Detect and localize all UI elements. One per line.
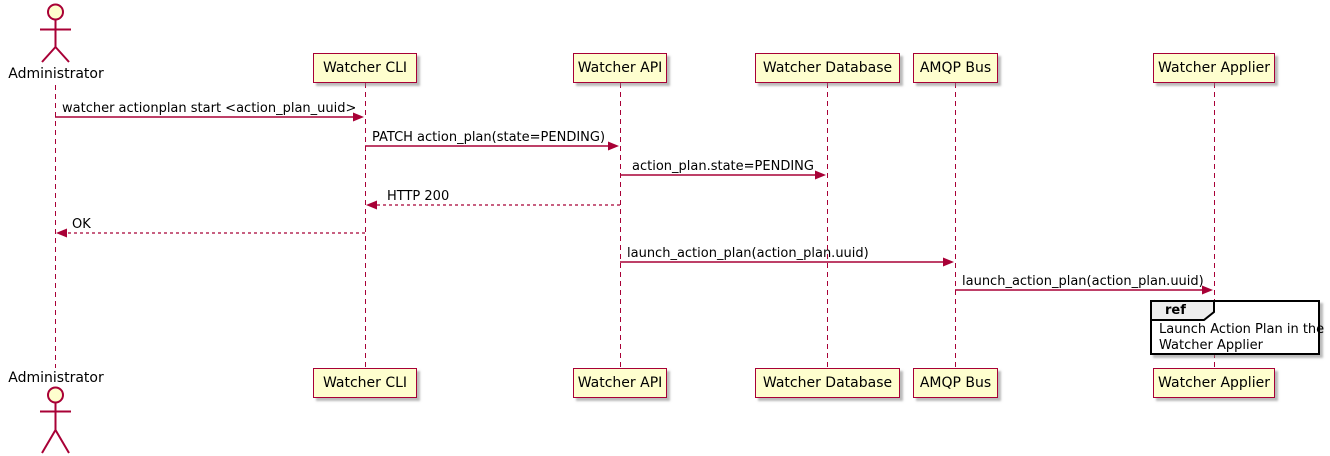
actor-label-top: Administrator bbox=[8, 66, 104, 82]
participant-label: Watcher Applier bbox=[1158, 60, 1270, 76]
participant-top-watcher-database: Watcher Database bbox=[755, 53, 900, 83]
participant-label: Watcher API bbox=[577, 60, 663, 76]
participant-top-amqp-bus: AMQP Bus bbox=[913, 53, 998, 83]
message-label-2: PATCH action_plan(state=PENDING) bbox=[372, 130, 606, 145]
ref-keyword: ref bbox=[1165, 303, 1186, 318]
actor-icon-top bbox=[40, 3, 71, 63]
message-arrow-1 bbox=[55, 112, 364, 122]
message-label-7: launch_action_plan(action_plan.uuid) bbox=[962, 274, 1204, 289]
participant-label: Watcher CLI bbox=[322, 375, 408, 391]
participant-bottom-watcher-cli: Watcher CLI bbox=[313, 368, 417, 398]
participant-bottom-amqp-bus: AMQP Bus bbox=[913, 368, 998, 398]
participant-label: Watcher CLI bbox=[322, 60, 408, 76]
participant-top-watcher-cli: Watcher CLI bbox=[313, 53, 417, 83]
message-arrow-4 bbox=[366, 200, 620, 210]
ref-tab bbox=[1150, 300, 1215, 321]
message-arrow-2 bbox=[365, 141, 619, 151]
participant-label: Watcher Applier bbox=[1158, 375, 1270, 391]
actor-icon-bottom bbox=[40, 386, 71, 454]
message-arrow-5 bbox=[56, 228, 365, 238]
actor-label-bottom: Administrator bbox=[8, 370, 104, 386]
participant-label: Watcher Database bbox=[762, 60, 893, 76]
participant-label: AMQP Bus bbox=[919, 60, 992, 76]
ref-line-2: Watcher Applier bbox=[1159, 338, 1263, 353]
message-label-3: action_plan.state=PENDING bbox=[632, 159, 814, 174]
participant-label: Watcher Database bbox=[762, 375, 893, 391]
ref-line-1: Launch Action Plan in the bbox=[1159, 322, 1325, 337]
participant-top-watcher-api: Watcher API bbox=[573, 53, 667, 83]
participant-bottom-watcher-applier: Watcher Applier bbox=[1153, 368, 1275, 398]
participant-label: AMQP Bus bbox=[919, 375, 992, 391]
participant-label: Watcher API bbox=[577, 375, 663, 391]
message-label-6: launch_action_plan(action_plan.uuid) bbox=[627, 246, 869, 261]
message-arrow-7 bbox=[955, 285, 1213, 295]
message-label-4: HTTP 200 bbox=[387, 189, 450, 204]
message-label-5: OK bbox=[72, 217, 91, 232]
participant-top-watcher-applier: Watcher Applier bbox=[1153, 53, 1275, 83]
message-label-1: watcher actionplan start <action_plan_uu… bbox=[62, 101, 357, 116]
message-arrow-6 bbox=[620, 257, 954, 267]
participant-bottom-watcher-database: Watcher Database bbox=[755, 368, 900, 398]
ref-fragment: ref Launch Action Plan in the Watcher Ap… bbox=[1150, 300, 1324, 355]
message-arrow-3 bbox=[620, 170, 826, 180]
participant-bottom-watcher-api: Watcher API bbox=[573, 368, 667, 398]
